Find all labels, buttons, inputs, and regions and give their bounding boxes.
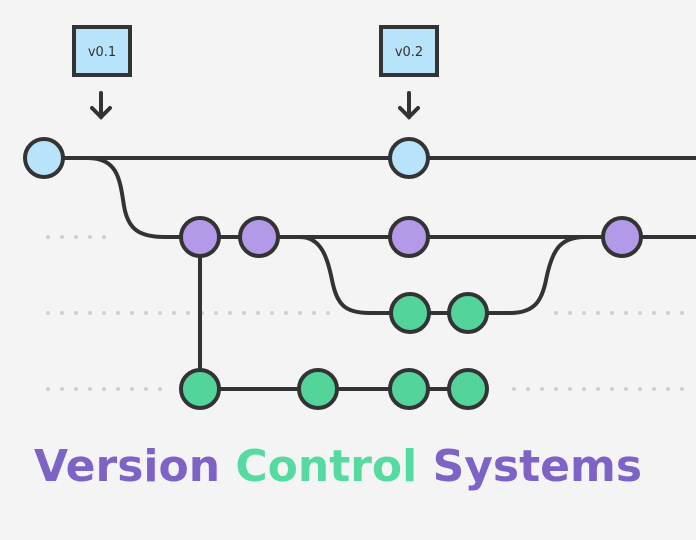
guide-dots xyxy=(46,235,692,391)
commit-feature-b-4 xyxy=(447,368,489,410)
commit-master-1 xyxy=(23,137,65,179)
tag-arrow-v01-head xyxy=(90,106,112,120)
tag-label-v01: v0.1 xyxy=(88,45,116,60)
tag-box-v02 xyxy=(379,25,439,77)
headline-word-control: Control xyxy=(235,441,418,492)
headline-word-systems: Systems xyxy=(432,441,643,492)
headline-title: Version Control Systems xyxy=(34,437,642,497)
feature-a-merge-curve xyxy=(466,235,587,315)
commit-feature-a-1 xyxy=(389,292,431,334)
commit-master-2 xyxy=(388,137,430,179)
tag-arrow-v02-head xyxy=(398,106,420,120)
commit-feature-a-2 xyxy=(447,292,489,334)
tag-box-v01 xyxy=(72,25,132,77)
tag-label-v02: v0.2 xyxy=(395,45,423,60)
commit-develop-4 xyxy=(601,216,643,258)
branch-lines xyxy=(42,91,696,391)
commit-feature-b-1 xyxy=(179,368,221,410)
headline-word-version: Version xyxy=(34,441,221,492)
develop-branch-curve xyxy=(86,156,202,239)
commit-feature-b-2 xyxy=(297,368,339,410)
tag-v01: v0.1 xyxy=(72,25,132,77)
commit-develop-2 xyxy=(238,216,280,258)
tag-v02: v0.2 xyxy=(379,25,439,77)
commit-develop-3 xyxy=(388,216,430,258)
commits xyxy=(23,137,643,410)
feature-a-curve xyxy=(257,235,412,315)
commit-feature-b-3 xyxy=(388,368,430,410)
commit-develop-1 xyxy=(179,216,221,258)
